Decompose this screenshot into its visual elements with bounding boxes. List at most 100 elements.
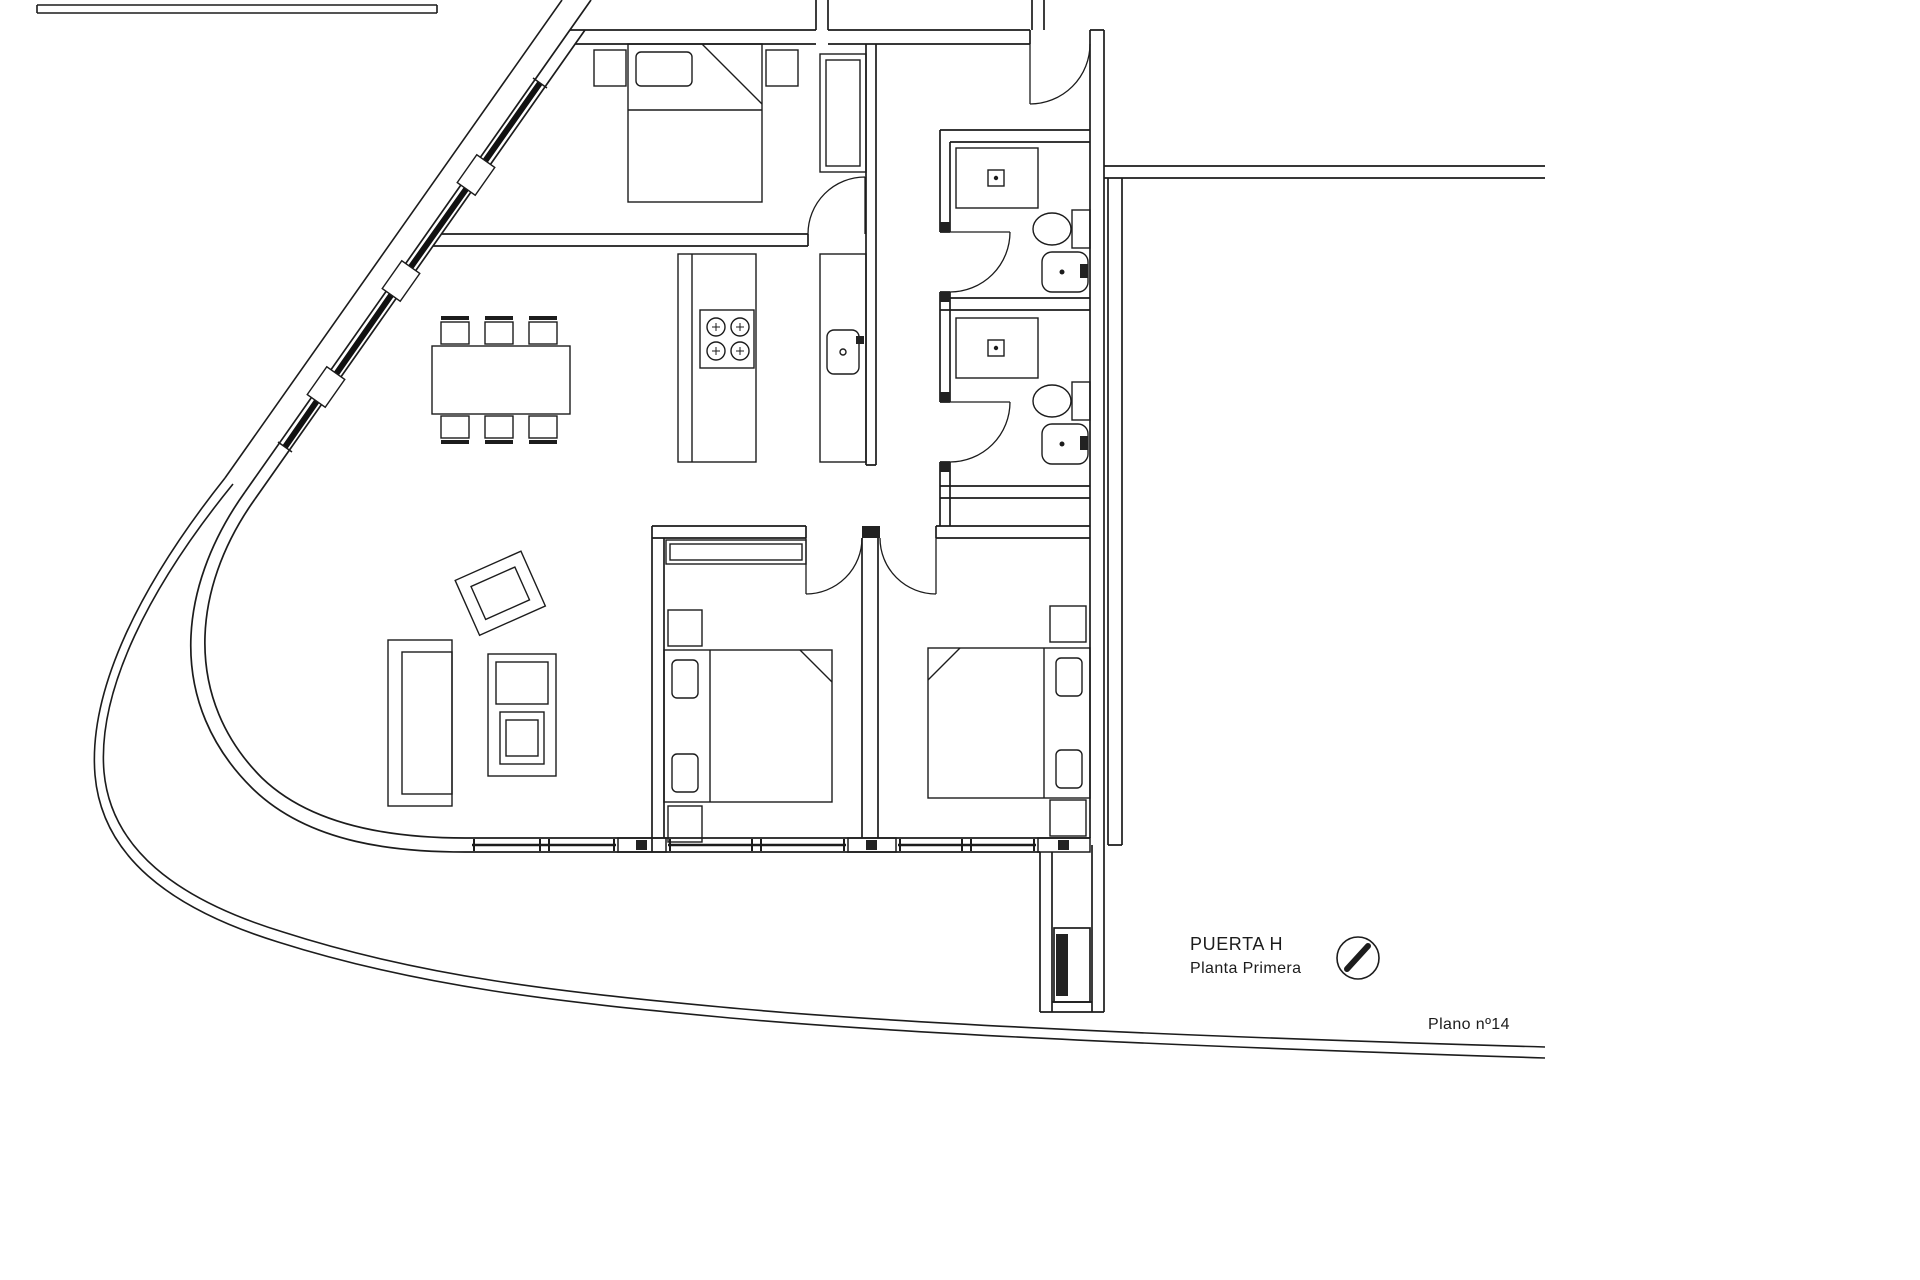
sink: [826, 329, 864, 375]
nightstand: [593, 49, 627, 87]
sink-faucet: [856, 336, 864, 344]
mullion-block: [381, 259, 421, 303]
tv-unit-outer: [487, 653, 557, 777]
chair-seat: [440, 321, 470, 345]
dining-set: [431, 316, 571, 444]
burner: [706, 317, 726, 337]
shower-tray: [955, 147, 1039, 209]
shaft-duct: [1056, 934, 1068, 996]
living-room: [387, 550, 557, 807]
sink-basin: [826, 329, 860, 375]
north-arrow-icon: [1336, 936, 1380, 980]
nightstand: [765, 49, 799, 87]
pillow: [1055, 657, 1083, 697]
perimeter-walls: [465, 0, 1105, 853]
window-mullion-ticks: [473, 839, 1035, 851]
toilet: [1032, 381, 1091, 421]
column: [866, 840, 877, 850]
door-swings: [805, 43, 1091, 595]
wardrobe: [819, 53, 867, 173]
shower-drain: [987, 339, 1005, 357]
shower-drain-dot: [993, 175, 999, 181]
kitchen: [677, 253, 867, 463]
armchair: [454, 550, 547, 637]
burner: [730, 341, 750, 361]
column: [1058, 840, 1069, 850]
tv-unit-cabinet: [499, 711, 545, 765]
entrance-door-arc: [1029, 43, 1091, 105]
bedroom-middle: [663, 539, 833, 843]
pillow: [671, 753, 699, 793]
door-label: PUERTA H: [1190, 934, 1283, 954]
chair-seat: [484, 415, 514, 439]
plot-edge-top: [36, 4, 438, 14]
burner-crosses: [712, 323, 744, 355]
armchair-seat: [470, 566, 531, 621]
bedroom-top-door-arc: [807, 176, 866, 235]
bedroom-right: [927, 605, 1091, 837]
facade-glazing: [277, 77, 548, 453]
tv-unit-shelf: [495, 661, 549, 705]
toilet-tank: [1071, 209, 1091, 249]
chair-seat: [528, 415, 558, 439]
washbasin: [1041, 251, 1089, 293]
blanket-fold: [927, 647, 1045, 798]
wardrobe: [665, 539, 807, 565]
chair-seat: [440, 415, 470, 439]
chairs-bottom-row: [440, 415, 558, 444]
jamb-block: [940, 392, 950, 402]
basin-drain: [1059, 441, 1065, 447]
service-shaft-walls: [1039, 845, 1105, 1013]
site-curve-inner: [102, 483, 1546, 1048]
compass-circle: [1336, 936, 1380, 980]
nightstand: [667, 805, 703, 843]
bedroom-top: [593, 43, 867, 203]
nightstand: [1049, 605, 1087, 643]
bedroom2-door-arc: [879, 537, 937, 595]
bathroom1-door-arc: [949, 231, 1011, 293]
site-curve-outer: [93, 477, 1546, 1059]
blanket-fold: [628, 43, 763, 111]
door-jamb-blocks: [940, 222, 950, 472]
bed: [927, 647, 1091, 799]
compass-needle: [1344, 943, 1371, 972]
jamb-block: [940, 462, 950, 472]
title-block: PUERTA H Planta Primera Plano nº14: [1190, 934, 1510, 1033]
toilet-tank: [1071, 381, 1091, 421]
pillow: [635, 51, 693, 87]
sheet-number-label: Plano nº14: [1428, 1016, 1510, 1033]
blanket-fold: [709, 649, 833, 802]
facade-mullions: [306, 153, 496, 409]
curved-wall: [190, 491, 466, 853]
toilet-bowl: [1032, 384, 1072, 418]
bedroom1-door-arc: [805, 537, 863, 595]
site-boundary: [36, 0, 1546, 1059]
bathroom-1: [955, 147, 1091, 293]
sink-drain: [839, 348, 847, 356]
burner: [730, 317, 750, 337]
burner: [706, 341, 726, 361]
nightstand: [1049, 799, 1087, 837]
jamb-block: [940, 292, 950, 302]
sofa-cushions: [401, 651, 453, 795]
wall-stub-between-doors: [862, 526, 880, 538]
kitchen-counter: [819, 253, 867, 463]
shower-drain: [987, 169, 1005, 187]
washbasin: [1041, 423, 1089, 465]
column: [636, 840, 647, 850]
shower-tray: [955, 317, 1039, 379]
bed: [663, 649, 833, 803]
tv-unit-drawer: [505, 719, 539, 757]
cooktop: [699, 309, 755, 369]
basin-drain: [1059, 269, 1065, 275]
pillow: [1055, 749, 1083, 789]
walls: [190, 0, 1545, 1013]
wardrobe-inner: [825, 59, 861, 167]
window-pier: [847, 837, 897, 853]
toilet: [1032, 209, 1091, 249]
window-pier: [617, 837, 667, 853]
sofa: [387, 639, 453, 807]
shaft-box: [1053, 927, 1091, 1003]
toilet-bowl: [1032, 212, 1072, 246]
